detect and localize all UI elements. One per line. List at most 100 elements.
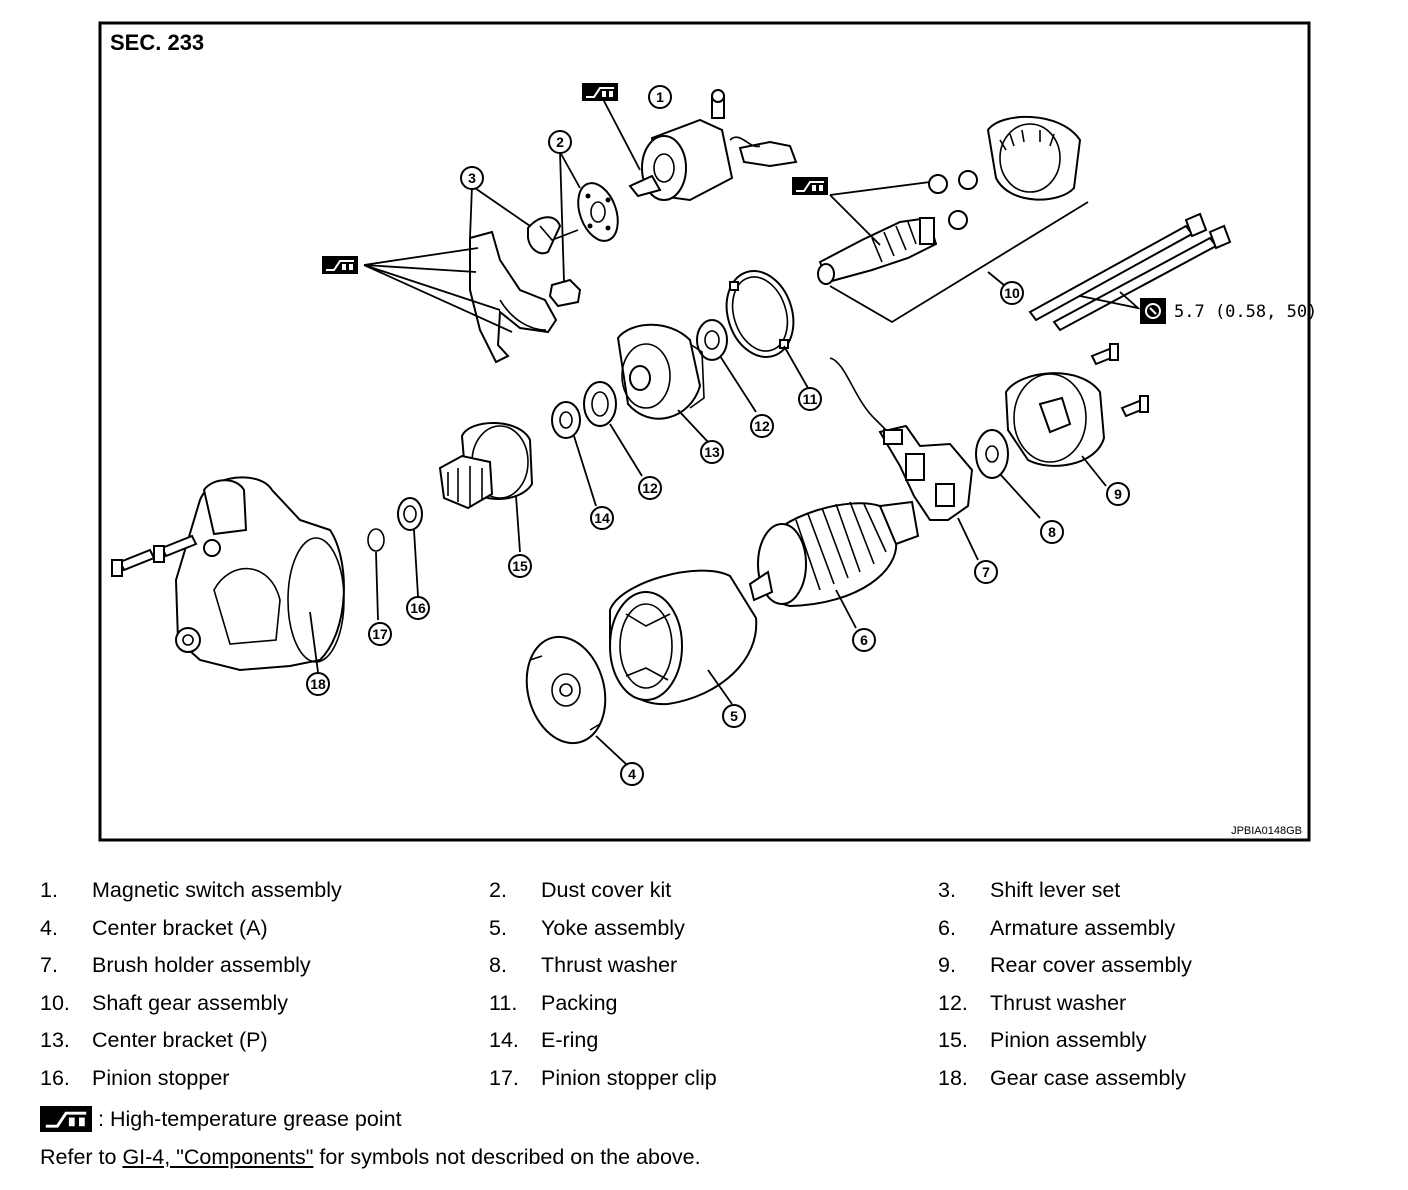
legend-item-number: 17. <box>489 1065 519 1090</box>
leader-8 <box>999 473 1041 519</box>
leader-grease-3 <box>363 247 513 333</box>
callout-12: 12 <box>750 414 774 438</box>
leader-6 <box>835 589 857 629</box>
callout-number: 15 <box>512 558 528 574</box>
leader-16 <box>413 529 419 597</box>
callout-number: 5 <box>730 708 738 724</box>
figure-id: JPBIA0148GB <box>1231 825 1302 837</box>
leader-14 <box>573 435 597 507</box>
legend-item-number: 4. <box>40 915 58 940</box>
legend-item-name: Dust cover kit <box>541 878 672 902</box>
part-through-bolts <box>1028 212 1232 332</box>
callout-number: 16 <box>410 600 426 616</box>
legend-item-number: 15. <box>938 1028 968 1052</box>
callout-number: 14 <box>594 510 610 526</box>
legend-item-name: Pinion stopper <box>92 1065 230 1090</box>
legend-item-number: 14. <box>489 1028 519 1052</box>
legend-item-name: Center bracket (P) <box>92 1028 268 1052</box>
grease-symbol-1 <box>581 82 619 102</box>
callout-number: 9 <box>1114 486 1122 502</box>
callout-number: 8 <box>1048 524 1056 540</box>
callout-9: 9 <box>1106 482 1130 506</box>
part-pinion-stopper <box>397 497 423 531</box>
legend-item-name: Armature assembly <box>990 915 1176 940</box>
legend-item-number: 13. <box>40 1028 70 1052</box>
part-pinion <box>438 422 534 510</box>
part-brush-holder <box>829 357 974 521</box>
legend-item-number: 18. <box>938 1065 968 1090</box>
leader-grease-10 <box>829 181 931 246</box>
legend-item-name: Magnetic switch assembly <box>92 878 342 902</box>
part-rear-cover <box>1004 343 1149 467</box>
leader-grease-1 <box>603 100 641 171</box>
components-link[interactable]: GI-4, "Components" <box>122 1145 314 1169</box>
part-gear-case-bolts <box>111 534 198 577</box>
leader-11 <box>783 345 809 389</box>
callout-14: 14 <box>590 506 614 530</box>
exploded-diagram: SEC. 233 JPBIA0148GB <box>98 21 1317 842</box>
legend-item-name: Pinion assembly <box>990 1028 1147 1052</box>
leader-torque <box>1079 291 1142 310</box>
legend-item-number: 12. <box>938 990 968 1015</box>
leader-13 <box>677 409 709 443</box>
callout-17: 17 <box>368 622 392 646</box>
leader-9 <box>1081 455 1107 487</box>
torque-spec: 5.7 (0.58, 50) <box>1174 302 1317 322</box>
callout-1: 1 <box>648 85 672 109</box>
part-dust-cover <box>548 182 619 308</box>
callout-number: 6 <box>860 632 868 648</box>
legend-item-number: 7. <box>40 953 58 977</box>
callout-number: 12 <box>754 418 770 434</box>
part-packing <box>725 270 795 358</box>
grease-note-text: : High-temperature grease point <box>98 1106 402 1131</box>
part-shaft-gear <box>817 115 1082 285</box>
legend-item-name: Shaft gear assembly <box>92 990 288 1015</box>
part-pinion-stopper-clip <box>367 528 385 552</box>
callout-number: 2 <box>556 134 564 150</box>
legend-item-name: Thrust washer <box>541 953 678 977</box>
callout-2: 2 <box>548 130 572 154</box>
callout-16: 16 <box>406 596 430 620</box>
callout-3: 3 <box>460 166 484 190</box>
leader-4 <box>595 735 627 765</box>
callout-15: 15 <box>508 554 532 578</box>
leader-7 <box>957 517 979 561</box>
leader-3 <box>469 185 531 239</box>
high-temp-grease-icon <box>40 1106 92 1132</box>
callout-number: 13 <box>704 444 720 460</box>
legend-item-name: Rear cover assembly <box>990 953 1192 977</box>
callout-11: 11 <box>798 387 822 411</box>
legend-item-name: Gear case assembly <box>990 1065 1186 1090</box>
refer-note-before: Refer to <box>40 1145 123 1169</box>
grease-symbol-3 <box>321 255 359 275</box>
legend-item-name: Thrust washer <box>990 990 1127 1015</box>
callout-number: 3 <box>468 170 476 186</box>
leader-18 <box>309 611 319 673</box>
leader-17 <box>375 551 379 621</box>
legend-item-name: Pinion stopper clip <box>541 1065 717 1090</box>
part-e-ring <box>551 401 581 439</box>
torque-symbol <box>1140 298 1166 324</box>
legend-item-name: Shift lever set <box>990 878 1121 902</box>
legend-item-number: 11. <box>489 990 518 1015</box>
legend-item-number: 6. <box>938 915 956 940</box>
grease-note: : High-temperature grease point <box>40 1106 402 1132</box>
callout-number: 17 <box>372 626 388 642</box>
leader-5 <box>707 669 733 705</box>
refer-note: Refer to GI-4, "Components" for symbols … <box>40 1145 701 1170</box>
part-shift-lever <box>469 216 579 364</box>
legend-item-number: 16. <box>40 1065 70 1090</box>
callout-number: 1 <box>656 89 664 105</box>
part-yoke <box>609 569 758 706</box>
callout-18: 18 <box>306 672 330 696</box>
callout-12: 12 <box>638 476 662 500</box>
callout-number: 10 <box>1004 285 1020 301</box>
legend-item-number: 2. <box>489 878 507 902</box>
legend-item-name: Brush holder assembly <box>92 953 311 977</box>
callout-7: 7 <box>974 560 998 584</box>
